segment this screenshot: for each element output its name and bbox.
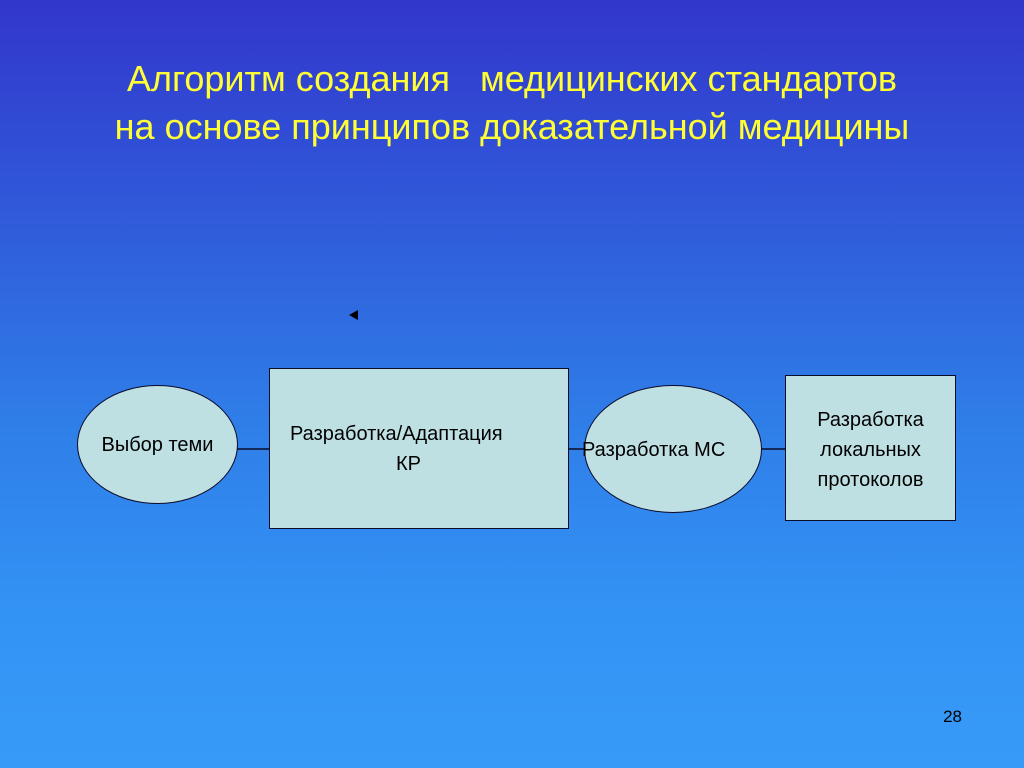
local-protocols-label: Разработка локальных протоколов: [817, 409, 924, 491]
cr-development-node: [269, 368, 569, 529]
ms-development-node: [584, 385, 762, 513]
slide-title-line-1: Алгоритм создания медицинских стандартов: [126, 58, 898, 99]
cr-development-label-line-1: Разработка/Адаптация: [290, 423, 503, 445]
ms-development-label: Разработка МС: [582, 439, 726, 461]
arrowhead-icon: [349, 310, 358, 320]
topic-selection-label: Выбор теми: [101, 434, 214, 456]
slide-title-line-2: на основе принципов доказательной медици…: [114, 106, 910, 147]
local-protocols-node: [785, 375, 956, 521]
cr-development-label-line-2: КР: [396, 453, 421, 475]
topic-selection-node: [77, 385, 238, 504]
slide-title: Алгоритм создания медицинских стандартов…: [0, 55, 1024, 151]
slide-page-number: 28: [943, 707, 962, 726]
